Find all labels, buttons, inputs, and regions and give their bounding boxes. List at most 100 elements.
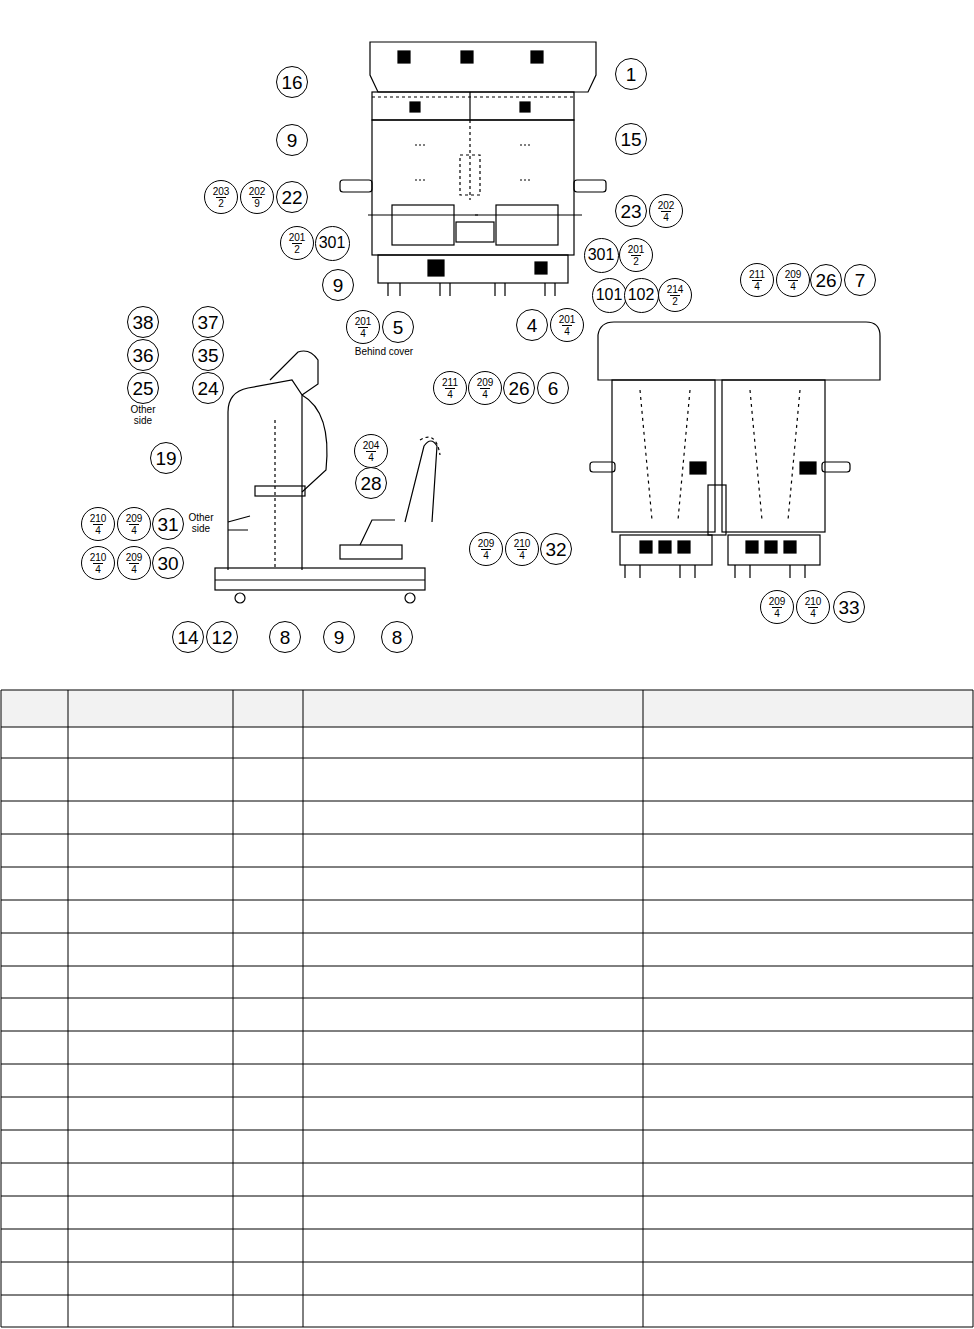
callout-text: 16 (281, 73, 302, 92)
callout-text: 202 (656, 200, 677, 211)
callout-text: 32 (545, 540, 566, 559)
callout-number: 12 (206, 621, 238, 653)
callout-text: 31 (157, 515, 178, 534)
fraction-callout: 2094 (117, 507, 151, 541)
fraction-callout: 2029 (240, 180, 274, 214)
callout-number: 22 (276, 181, 308, 213)
callout-text: 2 (216, 197, 226, 209)
callout-number: 36 (127, 339, 159, 371)
callout-text: 7 (855, 271, 866, 290)
fraction-callout: 2032 (204, 180, 238, 214)
fraction-callout: 2104 (796, 590, 830, 624)
callout-text: 4 (481, 549, 491, 561)
callout-number: 101 (592, 278, 627, 313)
callout-number: 1 (615, 58, 647, 90)
callout-text: 15 (620, 130, 641, 149)
callout-text: 4 (366, 451, 376, 463)
callout-text: 204 (361, 440, 382, 451)
callout-number: 14 (172, 621, 204, 653)
callout-number: 7 (844, 264, 876, 296)
fraction-callout: 2114 (433, 371, 467, 405)
callout-text: 30 (157, 554, 178, 573)
callout-text: 209 (783, 269, 804, 280)
callout-text: 201 (626, 244, 647, 255)
callout-text: 4 (772, 607, 782, 619)
callout-text: 101 (596, 287, 623, 303)
callout-text: 4 (129, 563, 139, 575)
callout-text: 210 (512, 538, 533, 549)
callout-number: 301 (315, 226, 350, 261)
callout-text: 301 (588, 247, 615, 263)
callout-number: 33 (833, 591, 865, 623)
note-label: Behind cover (355, 346, 413, 357)
callout-text: 209 (475, 377, 496, 388)
callout-number: 8 (269, 621, 301, 653)
callout-text: 4 (562, 325, 572, 337)
callout-text: 4 (788, 280, 798, 292)
fraction-callout: 2094 (469, 532, 503, 566)
callout-text: 25 (132, 379, 153, 398)
callout-text: 202 (247, 186, 268, 197)
callout-text: 9 (334, 628, 345, 647)
callout-number: 35 (192, 339, 224, 371)
fraction-callout: 2094 (468, 371, 502, 405)
callout-text: 201 (353, 316, 374, 327)
callout-text: 201 (287, 232, 308, 243)
callout-text: 9 (333, 276, 344, 295)
callout-number: 26 (810, 264, 842, 296)
callout-text: 35 (197, 346, 218, 365)
fraction-callout: 2104 (505, 532, 539, 566)
callout-number: 38 (127, 306, 159, 338)
note-label: Other side (188, 512, 213, 534)
callout-text: 2 (292, 243, 302, 255)
parts-table (1, 690, 973, 1327)
callout-number: 8 (381, 621, 413, 653)
callout-text: 19 (155, 449, 176, 468)
callout-text: 5 (393, 318, 404, 337)
callout-text: 4 (480, 388, 490, 400)
callout-text: 4 (129, 524, 139, 536)
callout-text: 211 (747, 269, 767, 280)
callout-number: 9 (322, 269, 354, 301)
callout-text: 2 (670, 295, 680, 307)
callout-text: 214 (665, 284, 686, 295)
callout-number: 301 (584, 238, 619, 273)
callout-text: 210 (88, 552, 109, 563)
callout-number: 9 (323, 621, 355, 653)
callout-number: 5 (382, 311, 414, 343)
callout-text: 24 (197, 379, 218, 398)
callout-number: 6 (537, 372, 569, 404)
fraction-callout: 2012 (280, 226, 314, 260)
callout-text: 209 (476, 538, 497, 549)
callout-text: 28 (360, 474, 381, 493)
fraction-callout: 2094 (117, 546, 151, 580)
callout-text: 1 (626, 65, 637, 84)
fraction-callout: 2014 (346, 310, 380, 344)
callout-number: 30 (152, 547, 184, 579)
callout-text: 4 (445, 388, 455, 400)
callout-text: 26 (508, 379, 529, 398)
callout-text: 33 (838, 598, 859, 617)
fraction-callout: 2012 (619, 238, 653, 272)
callout-text: 203 (211, 186, 232, 197)
callout-text: 14 (177, 628, 198, 647)
callout-text: 4 (808, 607, 818, 619)
callout-text: 102 (628, 287, 655, 303)
callout-text: 301 (319, 235, 346, 251)
callout-text: 6 (548, 379, 559, 398)
callout-number: 16 (276, 66, 308, 98)
fraction-callout: 2014 (550, 308, 584, 342)
callout-number: 23 (615, 195, 647, 227)
callout-text: 209 (767, 596, 788, 607)
callout-number: 31 (152, 508, 184, 540)
callout-number: 19 (150, 442, 182, 474)
fraction-callout: 2094 (776, 263, 810, 297)
fraction-callout: 2104 (81, 507, 115, 541)
callout-text: 210 (88, 513, 109, 524)
callout-text: 4 (358, 327, 368, 339)
fraction-callout: 2044 (354, 434, 388, 468)
fraction-callout: 2024 (649, 194, 683, 228)
callout-text: 211 (440, 377, 460, 388)
callout-text: 36 (132, 346, 153, 365)
